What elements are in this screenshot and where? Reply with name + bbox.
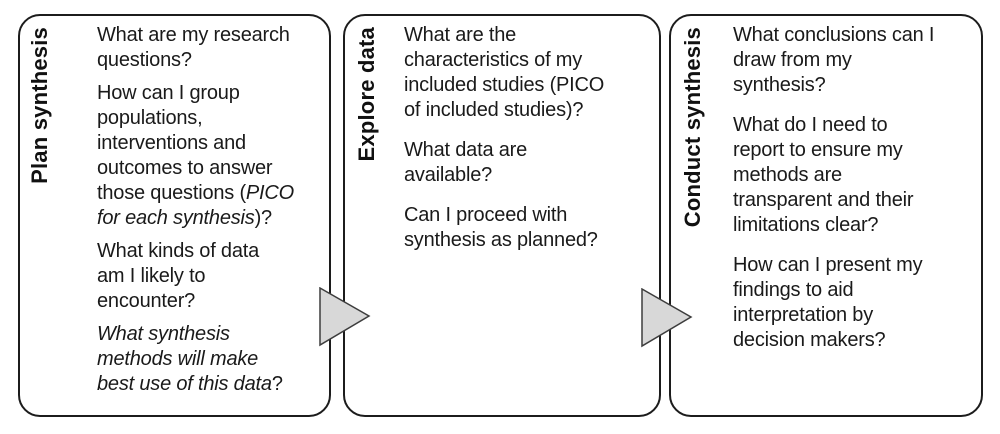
triangle-right-icon: [641, 288, 693, 348]
stage-label-explore-data: Explore data: [354, 27, 379, 162]
stage-box-conduct-synthesis: Conduct synthesis What conclusions can I…: [669, 14, 983, 417]
flow-arrow-right-icon: [319, 287, 371, 347]
stage-label-conduct-synthesis: Conduct synthesis: [680, 27, 705, 228]
triangle-right-icon: [319, 287, 371, 347]
flow-arrow-right-icon: [641, 288, 693, 348]
stage-label-plan-synthesis: Plan synthesis: [27, 27, 52, 184]
